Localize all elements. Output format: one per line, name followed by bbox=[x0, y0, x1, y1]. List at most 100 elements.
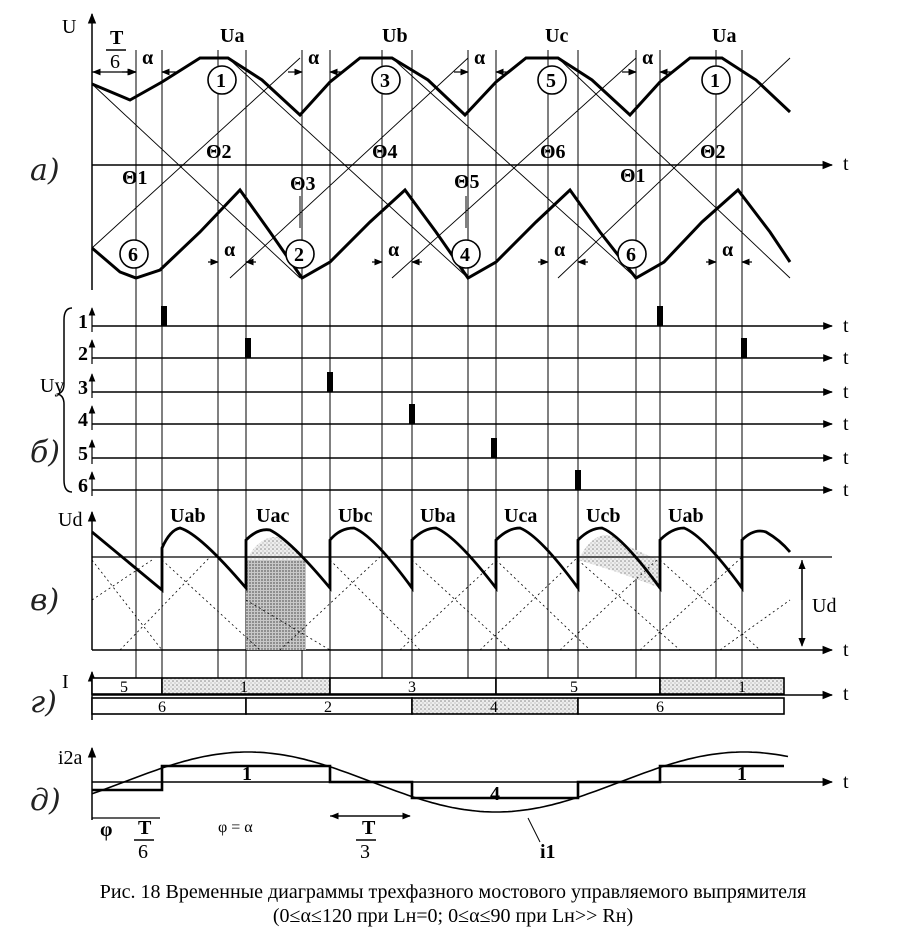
panel-a-valve-circle-top bbox=[537, 65, 567, 95]
panel-c-rectified-voltage bbox=[91, 526, 792, 593]
panel-c-dashed-line bbox=[411, 559, 511, 651]
panel-a-waveforms bbox=[91, 50, 792, 690]
panel-e: i2a t д) 1 1 4 i1 φ T 6 φ = α T 3 bbox=[30, 746, 849, 863]
panel-d-top-bar bbox=[495, 677, 661, 695]
panel-a-valve-label-bottom: 6 bbox=[626, 244, 636, 266]
panel-b-letter: б) bbox=[30, 435, 60, 470]
panel-c-dashed-line bbox=[91, 559, 163, 651]
panel-c-axis-y-label: Ud bbox=[58, 509, 82, 531]
panel-a-bottom-envelope bbox=[91, 187, 792, 280]
figure-caption-line1: Рис. 18 Временные диаграммы трехфазного … bbox=[99, 881, 807, 903]
panel-a-theta-label: Θ6 bbox=[540, 141, 566, 163]
panel-a-crossing-line bbox=[391, 57, 637, 279]
panel-c-dashed-line bbox=[719, 599, 791, 651]
panel-c-dashed-line bbox=[659, 559, 761, 651]
panel-c-letter: в) bbox=[30, 583, 59, 618]
panel-a-alpha-label: α bbox=[474, 47, 485, 69]
panel-e-sinusoid bbox=[91, 751, 789, 813]
panel-a-alpha-label: α bbox=[224, 239, 235, 261]
panel-d-top-label: 5 bbox=[570, 679, 578, 696]
panel-b-channel-label: 4 bbox=[78, 409, 88, 431]
panel-d-bottom-label: 2 bbox=[324, 699, 332, 716]
panel-b-pulse bbox=[575, 470, 581, 490]
panel-c-average: Ud bbox=[92, 556, 836, 647]
panel-a-theta-label: Θ3 bbox=[290, 173, 316, 195]
panel-e-axis-t-label: t bbox=[843, 771, 849, 793]
panel-d-bottom-label: 6 bbox=[656, 699, 664, 716]
panel-a-phase-label: Uc bbox=[545, 25, 568, 47]
panel-d-axis-t-label: t bbox=[843, 683, 849, 705]
panel-b-axis-t-label: t bbox=[843, 479, 849, 501]
panel-a-period-fraction: T 6 bbox=[106, 27, 126, 73]
panel-c-dashed-line bbox=[329, 559, 421, 651]
panel-a-alpha-label: α bbox=[142, 47, 153, 69]
panel-c-line-label: Uca bbox=[504, 505, 537, 527]
panel-a-alpha-label: α bbox=[554, 239, 565, 261]
panel-b-channel-label: 2 bbox=[78, 343, 88, 365]
panel-c-dashed-line bbox=[495, 559, 591, 651]
panel-e-phi: φ bbox=[100, 819, 112, 841]
panel-c-axis-t-label: t bbox=[843, 639, 849, 661]
panel-d-top-label: 3 bbox=[408, 679, 416, 696]
panel-a-valve-circle-bottom bbox=[119, 239, 149, 269]
panel-e-t3-dimension: T 3 bbox=[330, 812, 411, 863]
panel-a-phase-label: Ua bbox=[220, 25, 244, 47]
panel-a-valve-circle-bottom bbox=[285, 239, 315, 269]
panel-a-valve-label-top: 1 bbox=[710, 70, 720, 92]
panel-e-pos-label-2: 1 bbox=[737, 763, 747, 785]
panel-e-phi-eq: φ = α bbox=[218, 819, 253, 836]
panel-b-channel-label: 6 bbox=[78, 475, 88, 497]
panel-d-top-label: 1 bbox=[738, 679, 746, 696]
panel-b-axis-t-label: t bbox=[843, 447, 849, 469]
panel-b-pulse bbox=[741, 338, 747, 358]
panel-d-bottom-bar bbox=[91, 697, 247, 715]
panel-a-period-den: 6 bbox=[110, 51, 120, 73]
panel-a-valve-label-top: 3 bbox=[380, 70, 390, 92]
panel-a-theta-label: Θ1 bbox=[122, 167, 148, 189]
panel-b-axis-t-label: t bbox=[843, 347, 849, 369]
panel-a-valve-label-top: 5 bbox=[546, 70, 556, 92]
panel-e-letter: д) bbox=[30, 783, 61, 818]
panel-a-valve-circle-top bbox=[371, 65, 401, 95]
panel-a-alpha-label: α bbox=[642, 47, 653, 69]
panel-a-theta-label: Θ1 bbox=[620, 165, 646, 187]
panel-a-top-envelope bbox=[91, 56, 792, 118]
panel-a-period-num: T bbox=[110, 27, 124, 49]
panel-b-axis-t-label: t bbox=[843, 413, 849, 435]
panel-a-phase-label: Ub bbox=[382, 25, 408, 47]
panel-d-top-bar bbox=[659, 677, 785, 695]
panel-a-valve-circle-top bbox=[207, 65, 237, 95]
panel-c-dashed-line bbox=[91, 559, 153, 601]
figure-caption-line2: (0≤α≤120 при Lн=0; 0≤α≤90 при Lн>> Rн) bbox=[272, 905, 634, 927]
panel-a-valve-circle-top bbox=[701, 65, 731, 95]
panel-e-waveforms bbox=[91, 751, 789, 813]
panel-e-current-label: i1 bbox=[540, 841, 556, 863]
panel-c-dashed-line bbox=[559, 556, 661, 651]
panel-a-valve-label-bottom: 4 bbox=[460, 244, 470, 266]
panel-c-dashed-line bbox=[119, 556, 211, 651]
panel-a-crossing-line bbox=[557, 57, 791, 279]
panel-a-theta-label: Θ2 bbox=[700, 141, 726, 163]
panel-b-brace bbox=[55, 307, 73, 493]
panel-a-alpha-label: α bbox=[308, 47, 319, 69]
panel-c-line-label: Ubc bbox=[338, 505, 373, 527]
panel-d-axis-y-label: I bbox=[62, 671, 69, 693]
panel-c-dashed-line bbox=[245, 599, 331, 651]
panel-d-bottom-bar bbox=[577, 697, 785, 715]
panel-c-line-label: Uab bbox=[170, 505, 206, 527]
panel-a-crossing-line bbox=[227, 57, 469, 279]
figure-caption: Рис. 18 Временные диаграммы трехфазного … bbox=[0, 880, 906, 928]
panel-e-t3-num: T bbox=[362, 817, 376, 839]
panel-c-shaded-area bbox=[246, 536, 306, 560]
panel-c-dashed-line bbox=[399, 556, 501, 651]
panel-a-letter: а) bbox=[30, 153, 60, 188]
panel-c-shaded-area bbox=[578, 535, 660, 588]
panel-b-channel-label: 3 bbox=[78, 377, 88, 399]
